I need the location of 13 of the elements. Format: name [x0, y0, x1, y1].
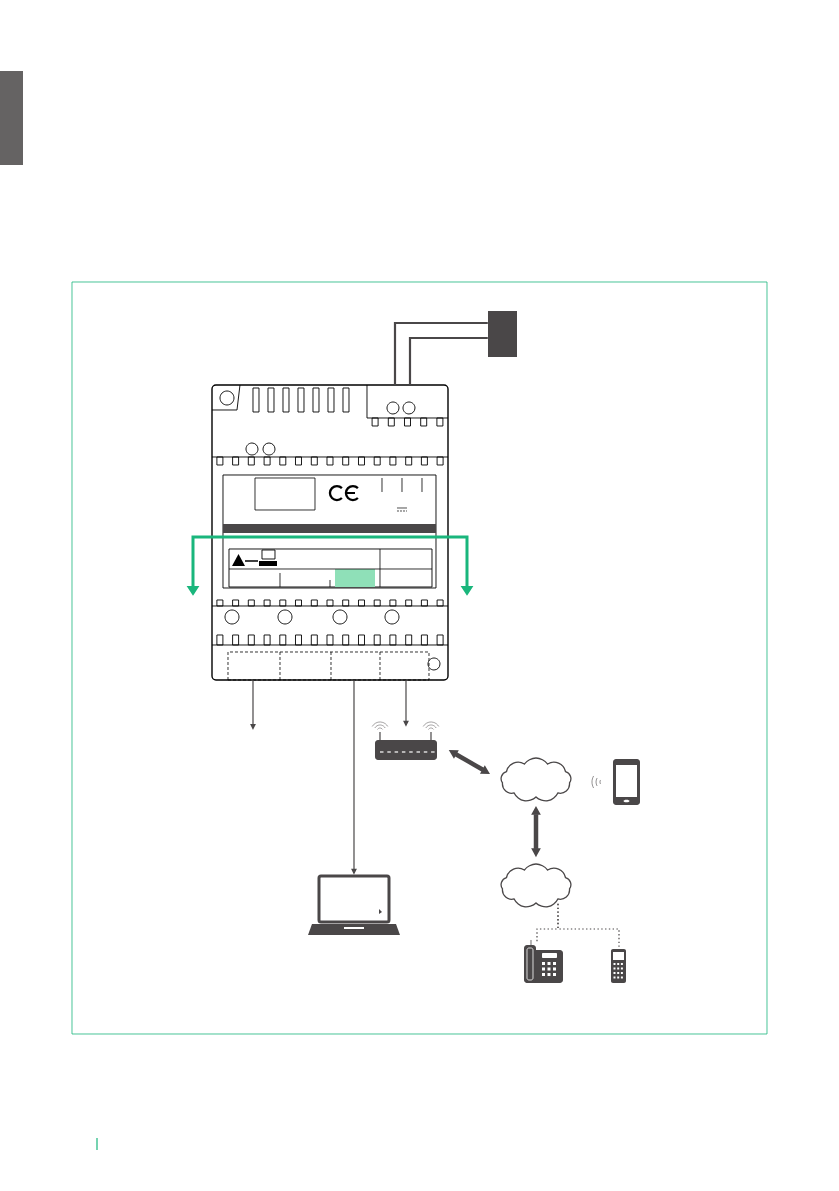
terminal-block — [488, 311, 517, 357]
cloud — [500, 863, 572, 908]
laptop-icon — [308, 874, 400, 935]
smartphone-icon — [613, 759, 640, 805]
connector-line — [557, 903, 620, 950]
arrow — [250, 679, 256, 730]
cable — [393, 321, 488, 385]
cable — [408, 336, 488, 385]
desk-phone-icon — [524, 939, 563, 983]
router-icon — [371, 721, 440, 760]
module-drawing — [211, 384, 449, 681]
cloud — [500, 757, 572, 802]
mobile-phone-icon — [611, 949, 626, 983]
